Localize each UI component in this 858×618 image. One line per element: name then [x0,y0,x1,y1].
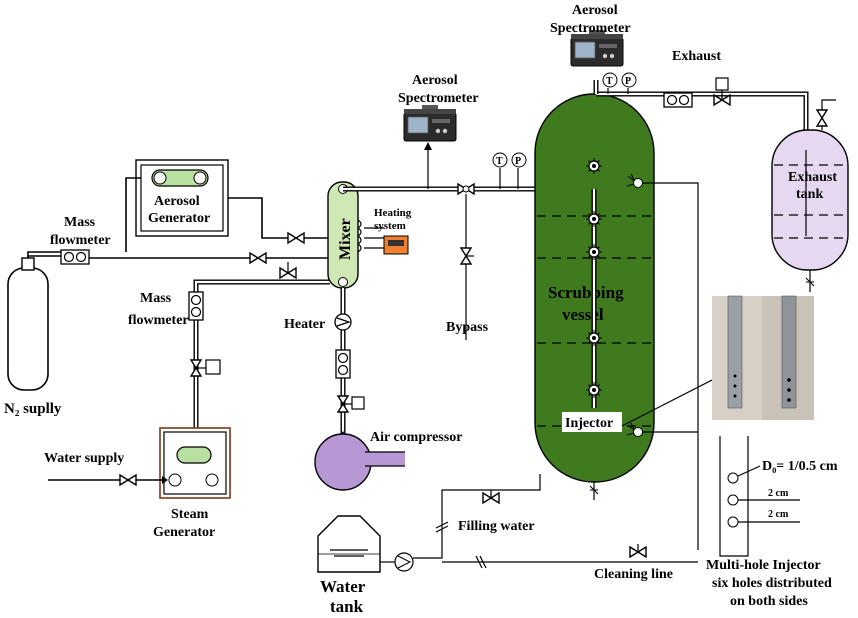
valve-icon [119,474,137,486]
mass-flowmeter-mid-label-2: flowmeter [128,313,189,328]
injector-label: Injector [565,416,613,431]
multi-hole-caption-2: six holes distributed [712,576,832,591]
valve-icon [249,252,267,264]
aerosol-generator [135,159,229,237]
spectrometer-mid-label-2: Spectrometer [398,91,479,106]
n2-supply-label: N₂ suplly [4,401,62,417]
bypass-label: Bypass [446,320,489,335]
pressure-sensor-icon: P [511,152,527,168]
injector-diameter-label: D₀= 1/0.5 cm [762,459,838,474]
flowmeter-icon [335,349,351,379]
aerosol-generator-label-1: Aerosol [154,194,200,209]
pump-icon [394,552,414,572]
water-supply-label: Water supply [44,451,124,466]
svg-text:T: T [606,76,613,87]
cleaning-line-label: Cleaning line [594,567,673,582]
aerosol-generator-label-2: Generator [148,211,210,226]
check-valve-icon [475,555,487,569]
spectrometer-top-label-2: Spectrometer [550,21,631,36]
exhaust-tank-label-1: Exhaust [788,170,837,185]
spectrometer-mid-label-1: Aerosol [412,73,458,88]
filling-water-label: Filling water [458,519,535,534]
exhaust-label: Exhaust [672,49,721,64]
temperature-sensor-icon: T [602,72,618,88]
spacing-2-label: 2 cm [768,509,789,520]
heating-system-label-2: system [374,220,406,232]
multi-hole-caption-3: on both sides [730,594,808,609]
heater-label: Heater [284,317,325,332]
injector-photo [712,295,814,420]
air-compressor [314,433,405,491]
water-tank-label-2: tank [330,597,364,616]
spray-nozzle-icon [626,173,643,188]
scrubbing-vessel-label-2: vessel [562,305,604,324]
steam-generator [159,427,231,499]
air-compressor-label: Air compressor [370,430,462,445]
exhaust-tank-label-2: tank [796,187,823,202]
heat-exchanger-icon [334,313,352,331]
steam-generator-label-1: Steam [171,507,209,522]
svg-text:T: T [496,156,503,167]
multi-hole-injector-schematic [719,436,800,557]
gas-cylinder-icon [7,257,49,391]
steam-generator-label-2: Generator [153,525,215,540]
flowmeter-icon [663,92,693,108]
mass-flowmeter-top-label-1: Mass [64,215,96,230]
water-tank-label-1: Water [320,577,366,596]
flowmeter-icon [60,249,90,265]
mixer-label: Mixer [337,218,354,260]
svg-text:P: P [515,156,521,167]
valve-icon [287,232,305,244]
valve-icon [816,109,828,127]
three-way-valve-icon [457,183,475,195]
spectrometer-top-label-1: Aerosol [572,3,618,18]
flowmeter-icon [188,291,204,321]
multi-hole-caption-1: Multi-hole Injector [706,558,821,573]
exhaust-tank [771,99,849,292]
spacing-1-label: 2 cm [768,488,789,499]
scrubbing-vessel-label-1: Scrubbing [548,283,624,302]
heating-system-label-1: Heating [374,207,412,219]
pressure-sensor-icon: P [621,72,637,88]
mass-flowmeter-top-label-2: flowmeter [50,233,111,248]
mass-flowmeter-mid-label-1: Mass [140,291,172,306]
spectrometer-icon [403,104,457,142]
spray-nozzle-icon [626,422,643,437]
temperature-sensor-icon: T [492,152,508,168]
heating-system [364,227,409,255]
check-valve-icon [435,521,449,533]
svg-text:P: P [625,76,631,87]
water-tank [317,515,381,573]
